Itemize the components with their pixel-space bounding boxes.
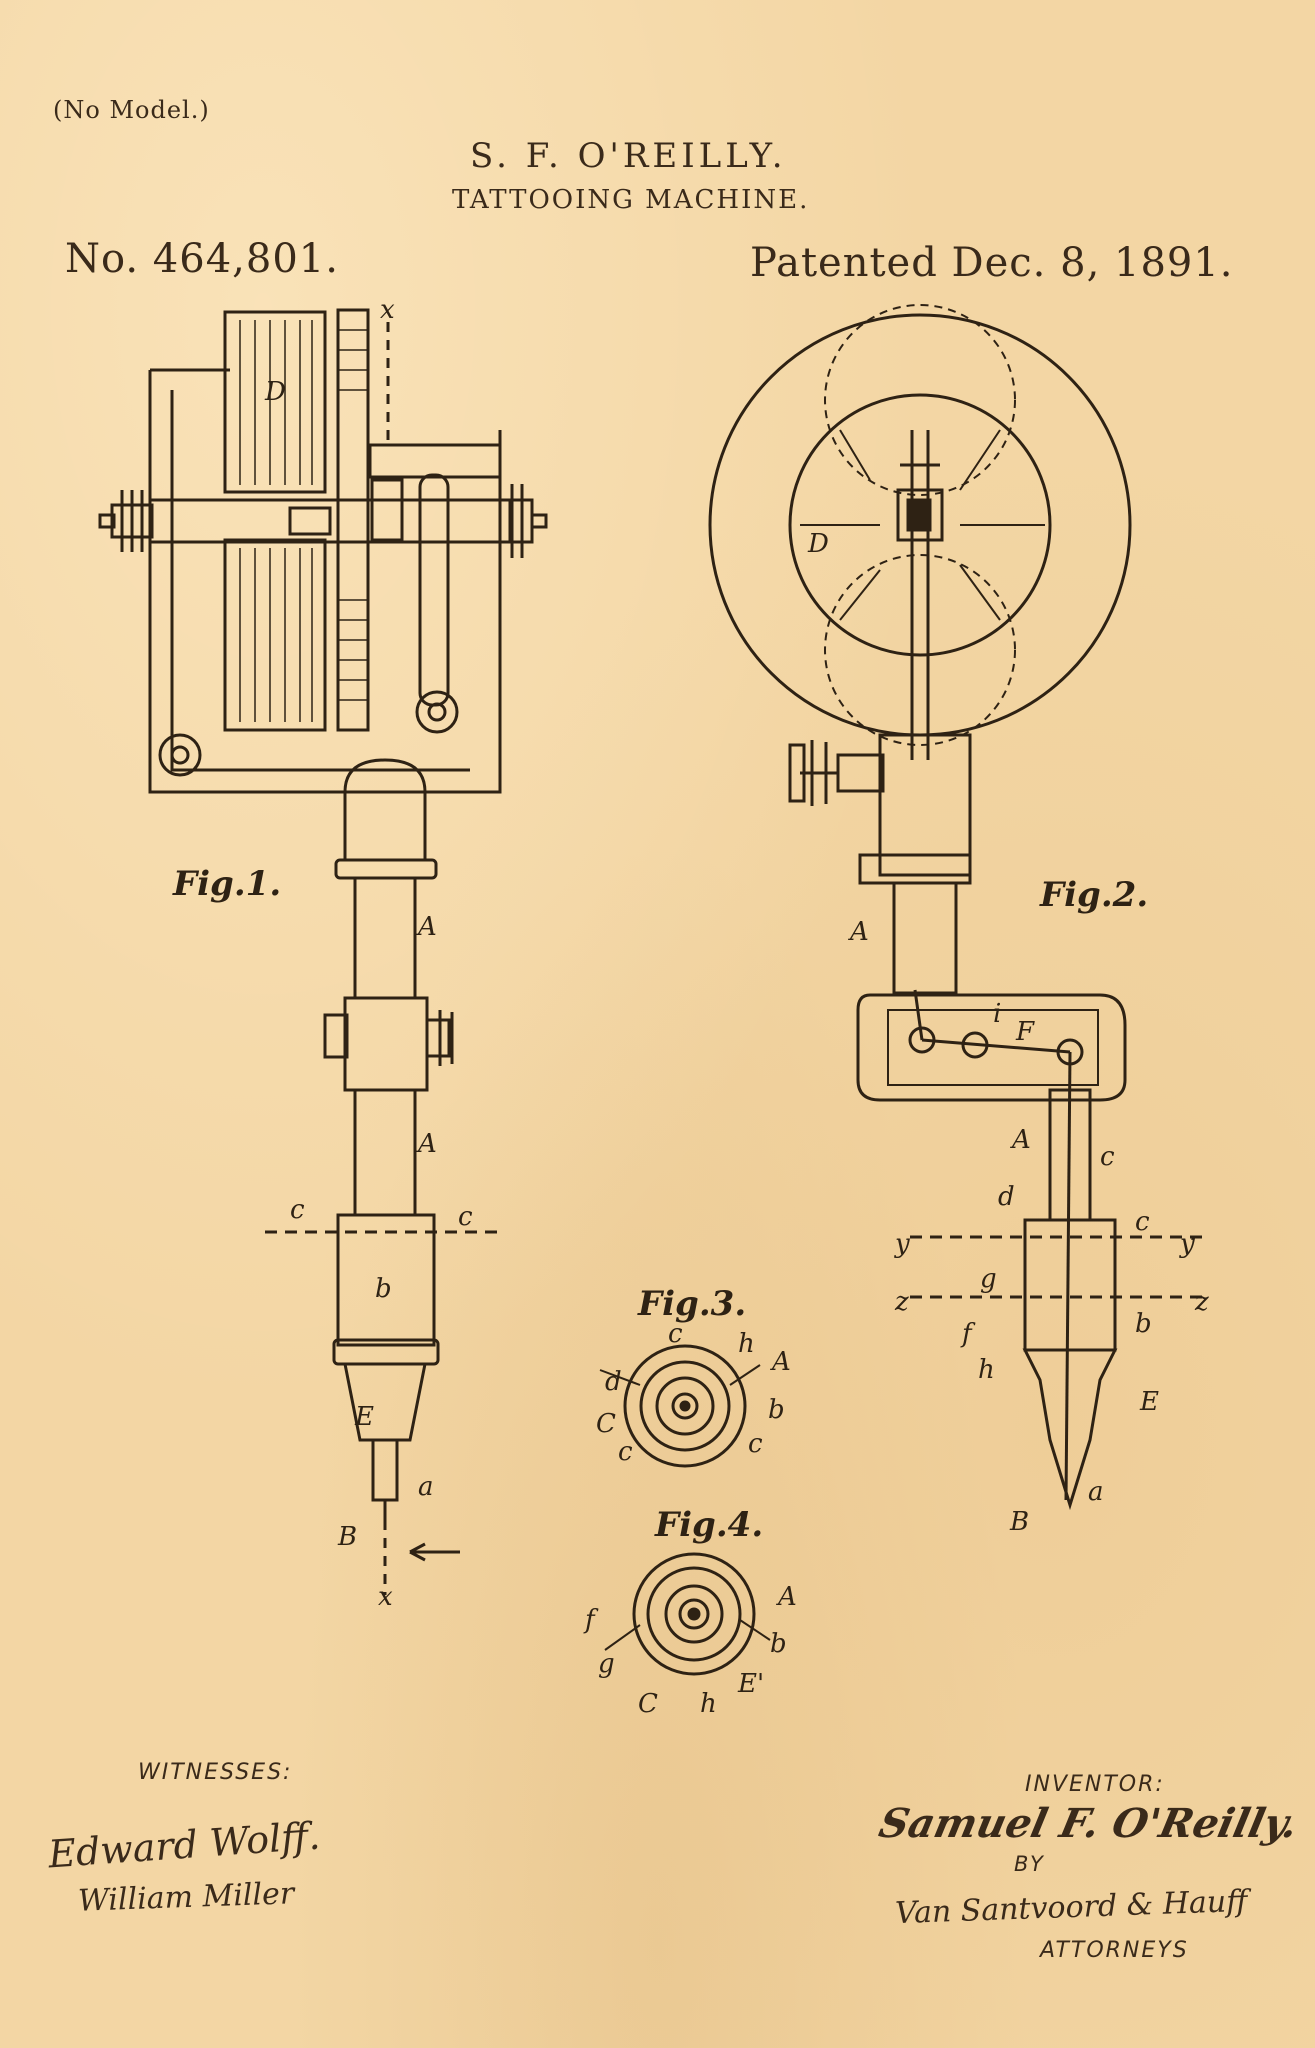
- fig3-caption: Fig.3.: [637, 1284, 746, 1324]
- fig2-label-F: F: [1015, 1017, 1035, 1047]
- fig2-tip-E: [1022, 1348, 1118, 1511]
- fig2-label-E: E: [1139, 1387, 1159, 1417]
- fig3-label-A: A: [770, 1347, 791, 1377]
- fig1-label-A-upper: A: [416, 912, 437, 942]
- fig1-caption: Fig.1.: [172, 864, 281, 904]
- fig1-handle-top: [343, 758, 427, 862]
- fig4-caption: Fig.4.: [654, 1505, 763, 1545]
- fig1-label-c-left: c: [290, 1195, 305, 1225]
- fig3-label-d: d: [605, 1367, 622, 1397]
- fig4-drawing: [604, 1552, 771, 1676]
- fig1-frame: [148, 370, 502, 794]
- inventor-signature: Samuel F. O'Reilly.: [875, 1800, 1302, 1847]
- fig1-label-a: a: [418, 1472, 434, 1502]
- fig3-label-c-right: c: [748, 1429, 763, 1459]
- fig2-label-B: B: [1009, 1507, 1029, 1537]
- fig1-label-x-top: x: [380, 295, 395, 325]
- fig3-label-c-top: c: [668, 1319, 683, 1349]
- fig4-label-A: A: [776, 1582, 797, 1612]
- fig3-label-b: b: [768, 1395, 785, 1425]
- patent-date: Patented Dec. 8, 1891.: [750, 240, 1234, 286]
- patent-number: No. 464,801.: [65, 236, 339, 282]
- fig2-label-f: f: [960, 1319, 976, 1349]
- fig1-drawing: [98, 308, 548, 1595]
- fig3-label-h: h: [738, 1329, 755, 1359]
- patent-title: TATTOOING MACHINE.: [452, 185, 810, 215]
- fig1-coil-upper: [223, 310, 327, 494]
- fig2-label-h: h: [978, 1355, 995, 1385]
- fig1-label-A-lower: A: [416, 1129, 437, 1159]
- fig2-label-y-left: y: [894, 1229, 910, 1259]
- fig2-label-b: b: [1135, 1309, 1152, 1339]
- fig2-label-c-top: c: [1100, 1142, 1115, 1172]
- fig1-label-x-bottom: x: [378, 1582, 393, 1612]
- fig1-tip-E: [343, 1362, 427, 1442]
- fig2-housing: [856, 993, 1127, 1102]
- fig1-label-D: D: [264, 377, 286, 407]
- fig3-label-c-left: c: [618, 1437, 633, 1467]
- fig2-tube-A: [892, 881, 958, 995]
- fig4-label-b: b: [770, 1629, 787, 1659]
- fig2-label-y-right: y: [1179, 1229, 1195, 1259]
- fig2-label-z-left: z: [894, 1287, 909, 1317]
- fig1-label-b: b: [375, 1274, 392, 1304]
- fig2-sleeve-b: [1023, 1218, 1117, 1352]
- by-label: BY: [1014, 1852, 1045, 1876]
- fig2-label-g: g: [980, 1264, 997, 1294]
- fig1-label-B: B: [337, 1522, 357, 1552]
- fig4-label-E-prime: E': [737, 1669, 764, 1699]
- fig2-collar: [878, 733, 972, 877]
- fig4-label-g: g: [598, 1649, 615, 1679]
- fig2-label-c: c: [1135, 1207, 1150, 1237]
- fig1-sleeve-b: [336, 1213, 436, 1347]
- fig4-label-h: h: [700, 1689, 717, 1719]
- fig2-drawing: [708, 304, 1210, 1511]
- fig1-tube-A: [353, 876, 417, 1000]
- fig2-label-a: a: [1088, 1477, 1104, 1507]
- inventor-label: INVENTOR:: [1025, 1772, 1165, 1797]
- fig3-label-C: C: [596, 1409, 616, 1439]
- fig3-drawing: [599, 1344, 761, 1468]
- inventor-heading: S. F. O'REILLY.: [470, 136, 787, 176]
- fig2-label-i: i: [993, 999, 1001, 1029]
- fig1-label-c-right: c: [458, 1202, 473, 1232]
- fig1-label-E: E: [354, 1402, 374, 1432]
- fig4-label-f: f: [583, 1605, 599, 1635]
- fig2-label-D: D: [807, 529, 829, 559]
- no-model-note: (No Model.): [53, 96, 210, 124]
- fig2-label-d: d: [998, 1182, 1015, 1212]
- fig1-coil-lower: [223, 538, 327, 732]
- attorneys-label: ATTORNEYS: [1040, 1938, 1189, 1963]
- fig2-caption: Fig.2.: [1039, 875, 1148, 915]
- fig2-label-z-right: z: [1194, 1287, 1209, 1317]
- fig2-wheel-inner: [788, 393, 1052, 657]
- witnesses-label: WITNESSES:: [138, 1760, 293, 1785]
- fig2-label-A-upper: A: [848, 917, 869, 947]
- fig4-label-C: C: [638, 1689, 658, 1719]
- fig2-label-A-lower: A: [1010, 1125, 1031, 1155]
